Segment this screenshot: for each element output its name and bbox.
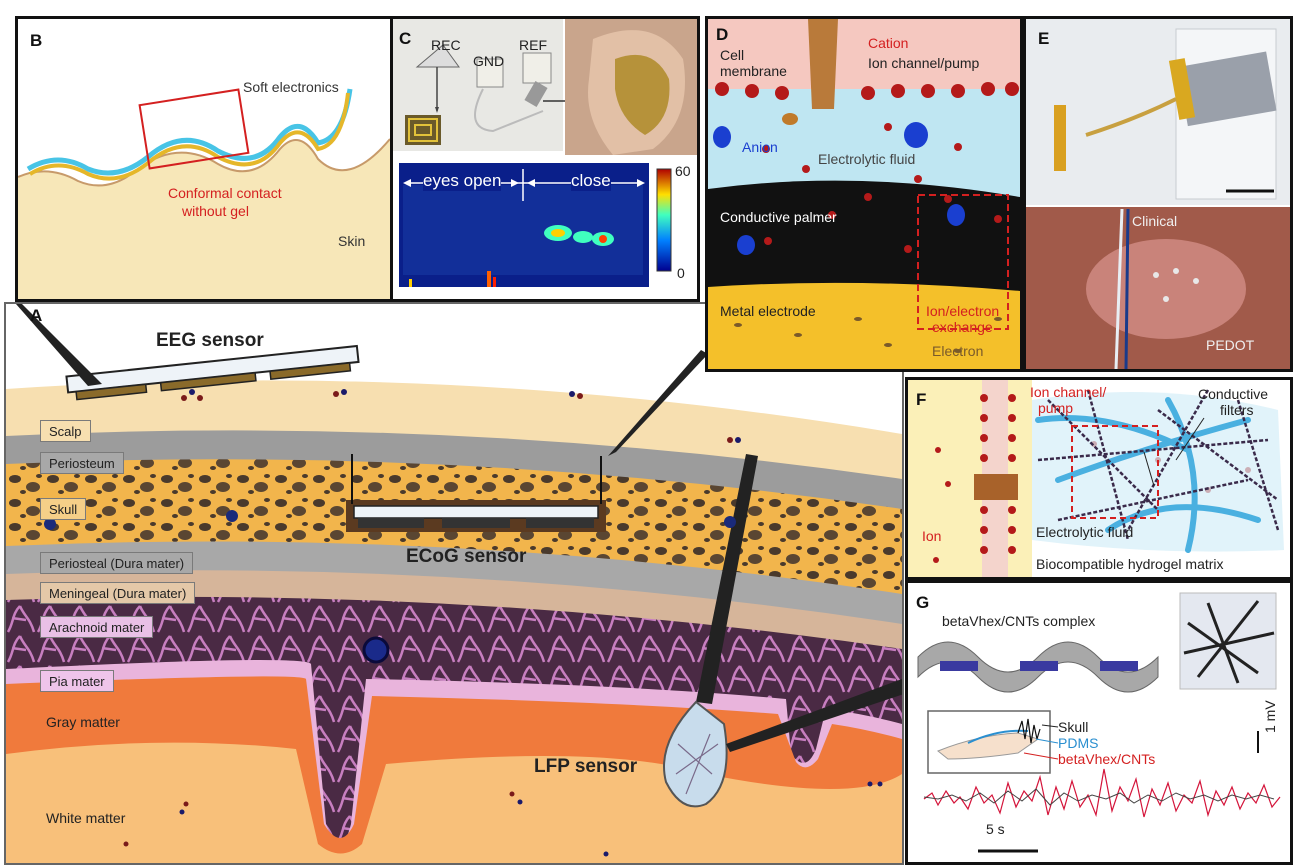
panel-d-label: D <box>716 25 728 45</box>
white-matter-label: White matter <box>46 810 125 826</box>
panel-c-label: C <box>399 29 411 49</box>
conformal-contact-label-2: without gel <box>182 203 249 219</box>
panel-a: A EEG sensor ECoG sensor LFP sensor Scal… <box>4 302 904 865</box>
electrolytic-fluid-label-f: Electrolytic fluid <box>1036 524 1133 540</box>
conformal-contact-label-1: Conformal contact <box>168 185 282 201</box>
layer-tag-periosteal-dura: Periosteal (Dura mater) <box>40 552 193 574</box>
layer-tag-periosteum: Periosteum <box>40 452 124 474</box>
gray-matter-label: Gray matter <box>46 714 120 730</box>
panel-e-label: E <box>1038 29 1049 49</box>
soft-electronics-illustration <box>18 19 390 299</box>
cation-label: Cation <box>868 35 908 51</box>
mv-scale-label: 1 mV <box>1262 700 1278 733</box>
gnd-label: GND <box>473 53 504 69</box>
layer-tag-pia: Pia mater <box>40 670 114 692</box>
device-and-clinical-photos <box>1026 19 1290 369</box>
panel-g: G betaVhex/CNTs complex Skull PDMS betaV… <box>905 580 1293 865</box>
close-label: close <box>571 171 611 191</box>
conductive-filters-label-1: Conductive <box>1198 386 1268 402</box>
skin-label: Skin <box>338 233 365 249</box>
complex-label: betaVhex/CNTs complex <box>942 613 1095 629</box>
exchange-label-1: Ion/electron <box>926 303 999 319</box>
electrolytic-fluid-label: Electrolytic fluid <box>818 151 915 167</box>
beta-cnts-label: betaVhex/CNTs <box>1058 751 1155 767</box>
clinical-label: Clinical <box>1132 213 1177 229</box>
scale-max-label: 60 <box>675 163 691 179</box>
panel-c: C REC GND REF eyes open close 60 0 <box>390 16 700 302</box>
layer-tag-skull: Skull <box>40 498 86 520</box>
panel-e: E Clinical PEDOT <box>1023 16 1293 372</box>
ecog-sensor-label: ECoG sensor <box>406 546 526 568</box>
layer-tag-arachnoid: Arachnoid mater <box>40 616 153 638</box>
anion-label: Anion <box>742 139 778 155</box>
hydrogel-matrix-label: Biocompatible hydrogel matrix <box>1036 556 1224 572</box>
panel-b-label: B <box>30 31 42 51</box>
panel-d: D Cell membrane Cation Ion channel/pump … <box>705 16 1023 372</box>
panel-f-label: F <box>916 390 926 410</box>
panel-a-label: A <box>30 306 42 326</box>
ion-label: Ion <box>922 528 941 544</box>
lfp-sensor-label: LFP sensor <box>534 756 637 778</box>
ref-label: REF <box>519 37 547 53</box>
ion-channel-pump-label-1: Ion channel/ <box>1030 384 1106 400</box>
ion-channel-pump-label-2: pump <box>1038 400 1073 416</box>
ion-channel-label: Ion channel/pump <box>868 55 979 71</box>
seconds-scale-label: 5 s <box>986 821 1005 837</box>
eeg-sensor-label: EEG sensor <box>156 330 264 352</box>
layer-tag-meningeal-dura: Meningeal (Dura mater) <box>40 582 195 604</box>
electron-label: Electron <box>932 343 983 359</box>
conductive-filters-label-2: filters <box>1220 402 1253 418</box>
pdms-label: PDMS <box>1058 735 1098 751</box>
panel-b: B Soft electronics Conformal contact wit… <box>15 16 393 302</box>
conductive-palmer-label: Conductive palmer <box>720 209 837 225</box>
scale-min-label: 0 <box>677 265 685 281</box>
panel-g-label: G <box>916 593 929 613</box>
cell-membrane-label-1: Cell <box>720 47 744 63</box>
soft-electronics-label: Soft electronics <box>243 79 339 95</box>
exchange-label-2: exchange <box>932 319 993 335</box>
cell-membrane-label-2: membrane <box>720 63 787 79</box>
panel-f: F Ion channel/ pump Conductive filters I… <box>905 377 1293 580</box>
rec-label: REC <box>431 37 461 53</box>
eyes-open-label: eyes open <box>423 171 501 191</box>
metal-electrode-label: Metal electrode <box>720 303 816 319</box>
layer-tag-scalp: Scalp <box>40 420 91 442</box>
pedot-label: PEDOT <box>1206 337 1254 353</box>
skull-label-g: Skull <box>1058 719 1088 735</box>
